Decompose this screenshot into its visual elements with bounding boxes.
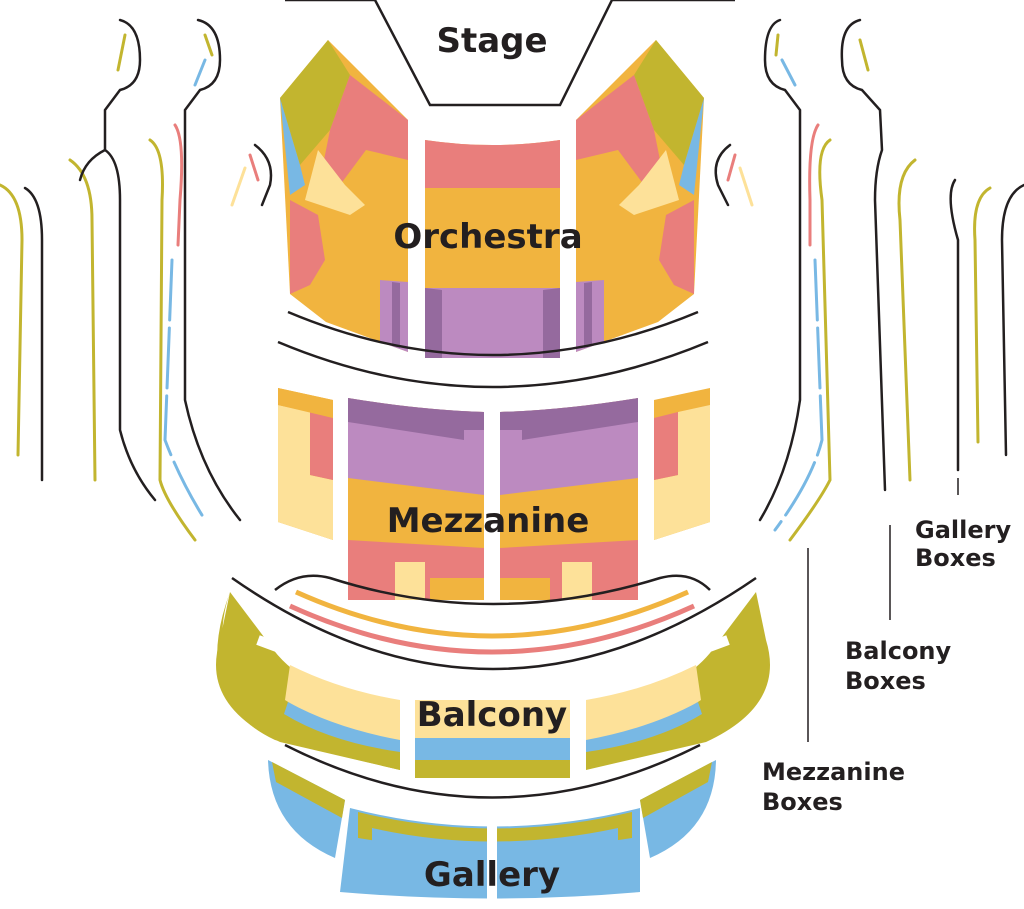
balcony-center-olive[interactable]	[415, 760, 570, 778]
balcony-front-rows	[231, 574, 757, 671]
stage-label: Stage	[436, 21, 547, 61]
orchestra-rail-line	[287, 310, 699, 357]
balcony-label: Balcony	[417, 695, 567, 735]
gallery-left-olive[interactable]	[272, 762, 345, 818]
mezzanine-boxes-label-line1: Mezzanine	[762, 758, 905, 786]
mezzanine-label: Mezzanine	[387, 501, 590, 541]
left-gallery-box-olive-2[interactable]	[68, 158, 97, 482]
balcony-center-blue[interactable]	[415, 738, 570, 760]
gallery-label: Gallery	[424, 855, 560, 895]
stage: Stage	[285, 0, 735, 107]
mezzanine-center-left-block[interactable]	[348, 398, 484, 600]
balcony-right-blue[interactable]	[586, 702, 702, 752]
gallery-rail-line	[284, 743, 701, 799]
mezzanine-right-side-block[interactable]	[654, 388, 710, 540]
orchestra-center-block[interactable]	[425, 140, 560, 358]
orchestra-right-block[interactable]	[576, 40, 704, 352]
mezzanine-section: Mezzanine	[278, 388, 710, 600]
mezzanine-left-side-block[interactable]	[278, 388, 333, 540]
orchestra-left-block[interactable]	[280, 40, 408, 352]
left-mezz-box-salmon[interactable]	[173, 123, 184, 247]
balcony-boxes-label-line1: Balcony	[845, 637, 952, 665]
right-balcony-box-olive[interactable]	[788, 138, 832, 542]
mezzanine-boxes-label-line2: Boxes	[762, 788, 843, 816]
left-balcony-box-olive[interactable]	[148, 138, 197, 542]
balcony-section: Balcony	[216, 592, 770, 778]
right-mezz-box-salmon[interactable]	[808, 123, 820, 247]
orchestra-label: Orchestra	[393, 217, 582, 257]
left-mezz-box-blue[interactable]	[163, 258, 207, 522]
left-side-boxes	[0, 18, 273, 542]
left-gallery-box-olive[interactable]	[0, 183, 24, 457]
orchestra-aisle-line	[277, 340, 709, 389]
right-gallery-box-olive[interactable]	[973, 186, 992, 444]
balcony-front-row-orange[interactable]	[294, 589, 690, 639]
right-mezz-box-blue[interactable]	[773, 258, 824, 532]
balcony-left-blue[interactable]	[284, 702, 400, 752]
right-side-boxes	[714, 18, 1024, 542]
mezzanine-center-right-block[interactable]	[500, 398, 638, 600]
box-legend: Gallery Boxes Balcony Boxes Mezzanine Bo…	[762, 478, 1011, 816]
balcony-front-row-salmon[interactable]	[288, 603, 696, 655]
gallery-right-olive[interactable]	[640, 762, 712, 818]
gallery-section: Gallery	[268, 760, 716, 905]
balcony-left-yellow[interactable]	[285, 665, 400, 742]
balcony-boxes-label-line2: Boxes	[845, 667, 926, 695]
gallery-boxes-label-line1: Gallery	[915, 516, 1011, 544]
balcony-right-yellow[interactable]	[586, 665, 701, 742]
right-gallery-box-olive-2[interactable]	[897, 158, 917, 482]
gallery-boxes-label-line2: Boxes	[915, 544, 996, 572]
orchestra-section: Orchestra	[277, 40, 709, 389]
